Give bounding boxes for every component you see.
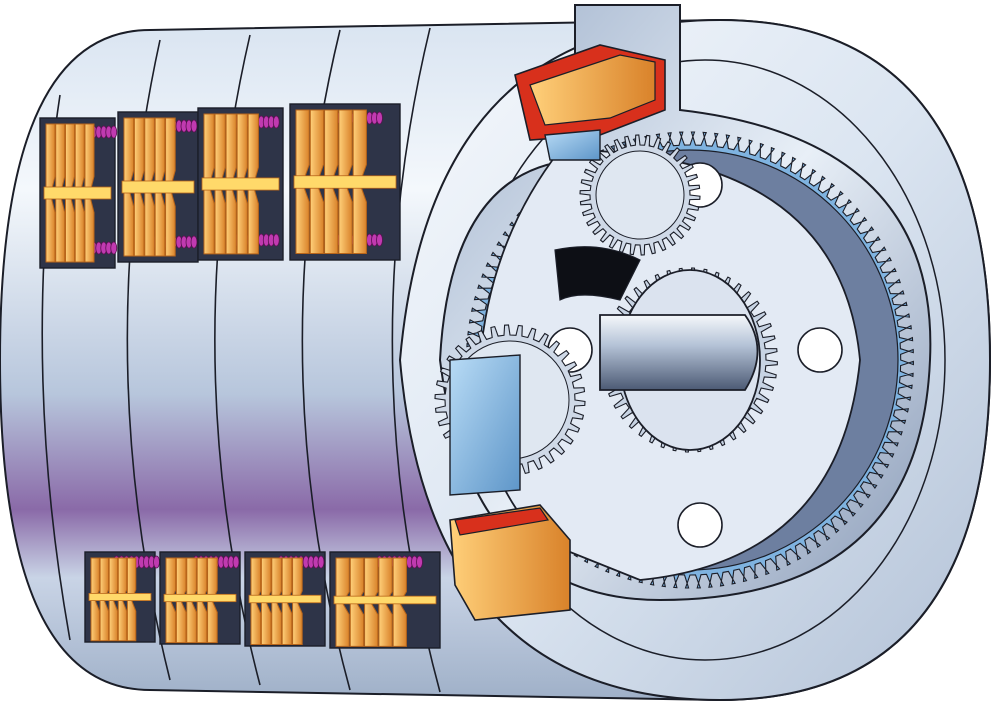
carrier-pin-hole-right [797, 327, 843, 373]
lower-disc-pack-3 [244, 551, 326, 647]
upper-disc-pack-1 [39, 117, 118, 269]
upper-disc-pack-4 [289, 103, 401, 261]
lower-disc-pack-2 [159, 551, 241, 645]
lower-disc-pack-1 [84, 551, 160, 643]
top-section-discs [514, 44, 666, 161]
spur-gear-icon [579, 134, 701, 256]
lower-disc-packs [84, 551, 441, 649]
upper-disc-packs [39, 103, 401, 269]
upper-disc-pack-2 [117, 111, 199, 263]
bottom-section-discs [449, 354, 571, 621]
disc-carrier-bar [293, 175, 397, 189]
planet-hub [595, 150, 685, 240]
upper-disc-pack-3 [197, 107, 284, 261]
disc-carrier-bar [333, 595, 437, 605]
disc-carrier-bar [88, 593, 152, 602]
disc-carrier-bar [201, 177, 280, 191]
disc-carrier-bar [248, 594, 322, 604]
lower-disc-pack-4 [329, 551, 441, 649]
disc-carrier-bar [121, 180, 195, 194]
carrier-pin-hole-bottom [677, 502, 723, 548]
disc-carrier-bar [43, 186, 112, 200]
disc-carrier-bar [163, 593, 237, 603]
output-shaft [554, 246, 761, 451]
